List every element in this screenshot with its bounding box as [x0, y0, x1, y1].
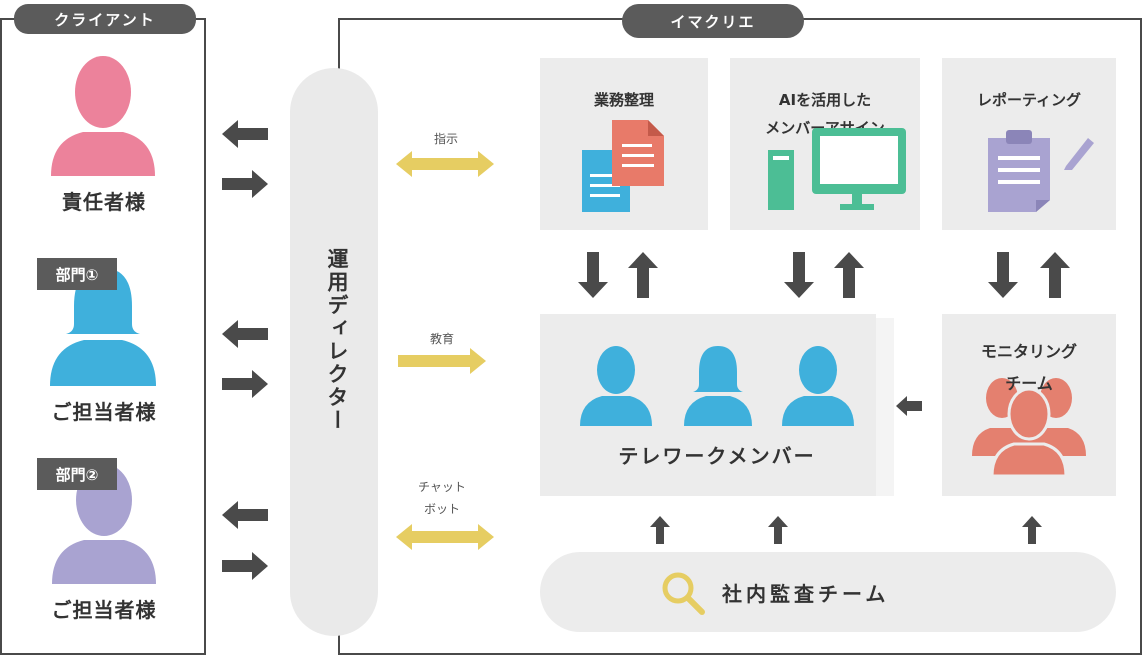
double-arrow-icon	[396, 524, 494, 550]
document-icon	[582, 120, 664, 212]
imacrie-label: イマクリエ	[622, 4, 804, 38]
double-arrow-icon	[396, 151, 494, 177]
audit-team-pill	[540, 552, 1116, 632]
reporting-label: レポーティング	[976, 91, 1082, 109]
person-icon	[51, 56, 155, 176]
arrow-up-icon	[628, 252, 658, 298]
responsible-label: 責任者様	[62, 190, 146, 214]
arrow-left-icon	[222, 120, 268, 148]
pencil-icon	[1064, 138, 1094, 170]
telework-label: テレワークメンバー	[618, 444, 816, 468]
clipboard-icon	[988, 130, 1050, 212]
dept2-person-label: ご担当者様	[51, 598, 157, 622]
arrow-up-icon	[768, 516, 788, 544]
arrow-up-icon	[834, 252, 864, 298]
dept2-tag: 部門②	[37, 458, 117, 490]
arrow-right-icon	[222, 370, 268, 398]
arrow-down-icon	[578, 252, 608, 298]
operations-director	[290, 68, 378, 636]
arrow-right-icon	[222, 170, 268, 198]
education-label: 教育	[429, 332, 454, 346]
arrow-left-icon	[222, 501, 268, 529]
dept1-tag: 部門①	[37, 258, 117, 290]
arrow-down-icon	[988, 252, 1018, 298]
chatbot-label-line2: ボット	[423, 502, 460, 516]
person-icon	[782, 346, 854, 426]
arrow-up-icon	[650, 516, 670, 544]
audit-team-label: 社内監査チーム	[722, 582, 890, 606]
arrow-up-icon	[1022, 516, 1042, 544]
ai-assign-label-line1: AIを活用した	[778, 91, 872, 109]
instructions-label: 指示	[433, 132, 458, 146]
search-icon	[662, 572, 705, 615]
client-label: クライアント	[14, 4, 196, 34]
work-organization-label: 業務整理	[593, 91, 654, 109]
group-icon	[972, 378, 1086, 478]
person-icon	[684, 346, 752, 426]
arrow-left-icon	[896, 396, 922, 416]
chatbot-label-line1: チャット	[418, 480, 466, 494]
arrow-down-icon	[784, 252, 814, 298]
dept1-person-label: ご担当者様	[51, 400, 157, 424]
monitoring-label-line2: チーム	[1005, 374, 1053, 393]
arrow-up-icon	[1040, 252, 1070, 298]
monitoring-label-line1: モニタリング	[980, 342, 1077, 361]
person-icon	[580, 346, 652, 426]
arrow-right-icon	[222, 552, 268, 580]
arrow-left-icon	[222, 320, 268, 348]
arrow-right-icon	[398, 348, 486, 374]
operations-director-label: 運用ディレクター	[325, 248, 349, 432]
computer-icon	[768, 128, 906, 210]
